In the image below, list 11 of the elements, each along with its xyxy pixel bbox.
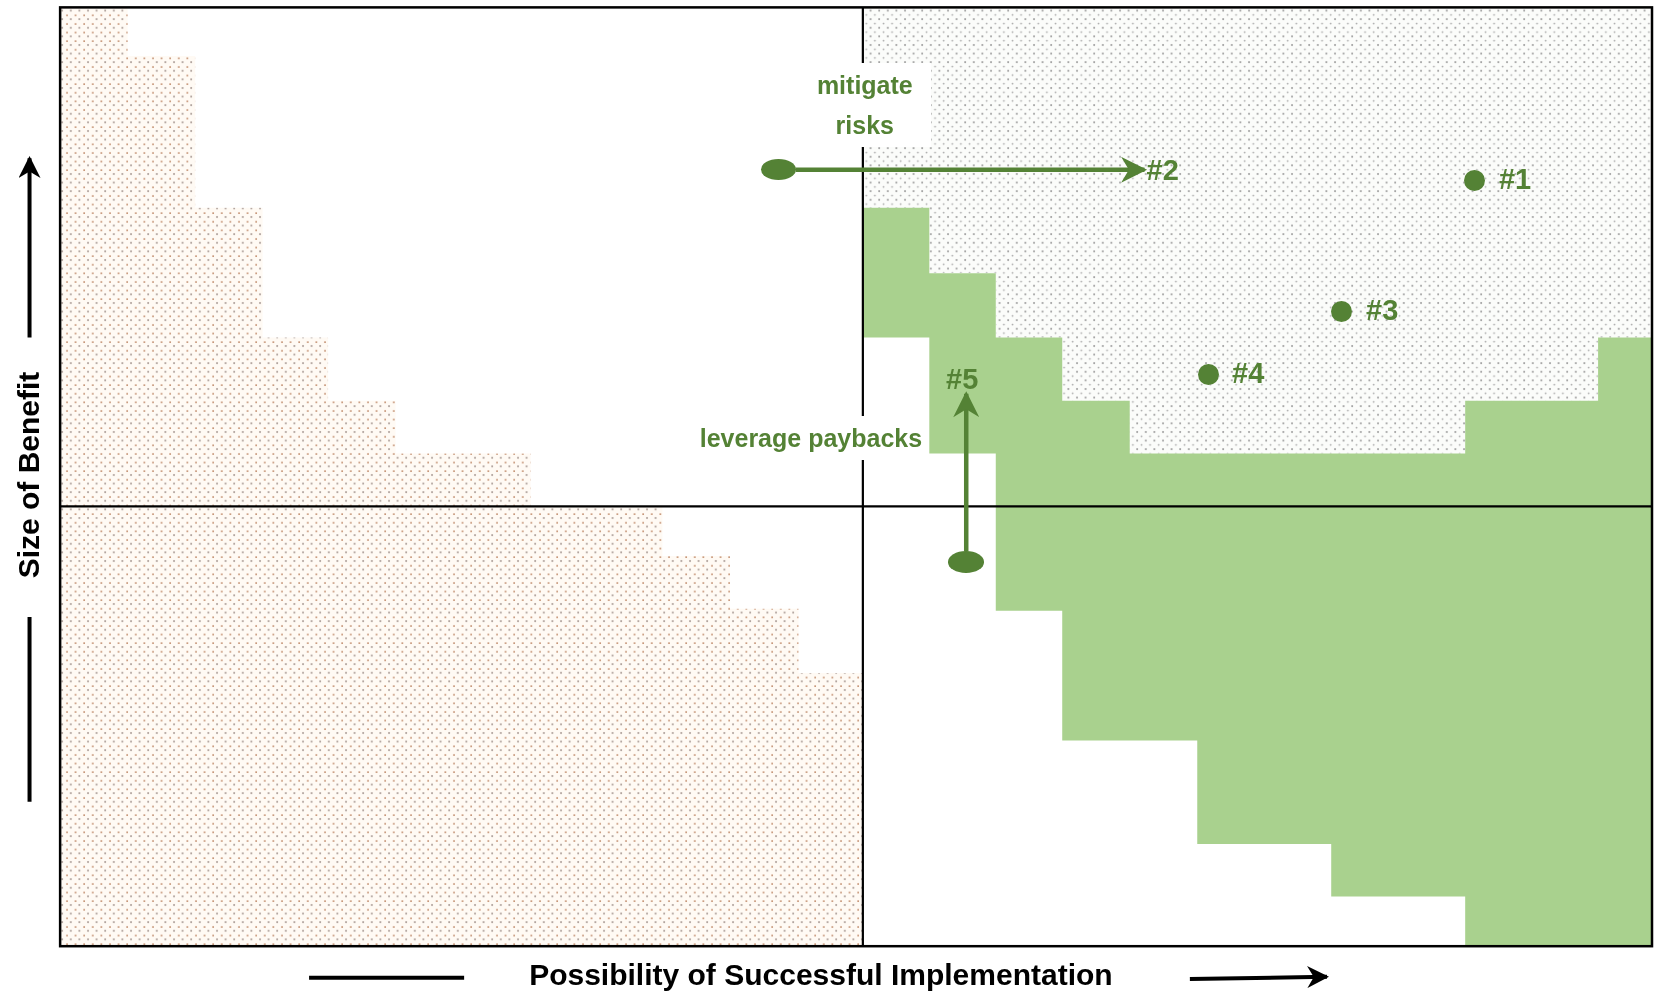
arrow [795, 156, 1148, 183]
start-point [761, 159, 796, 181]
arrow [953, 391, 980, 552]
point-label: #1 [1498, 165, 1532, 195]
start-point [948, 551, 985, 573]
point-label: #3 [1366, 296, 1399, 326]
point-label: #5 [944, 364, 981, 394]
point-label: #4 [1232, 359, 1265, 389]
point-label: #2 [1144, 155, 1181, 185]
axis-title: Size of Benefit [14, 371, 45, 578]
axis-title: Possibility of Successful Implementation [529, 959, 1113, 990]
